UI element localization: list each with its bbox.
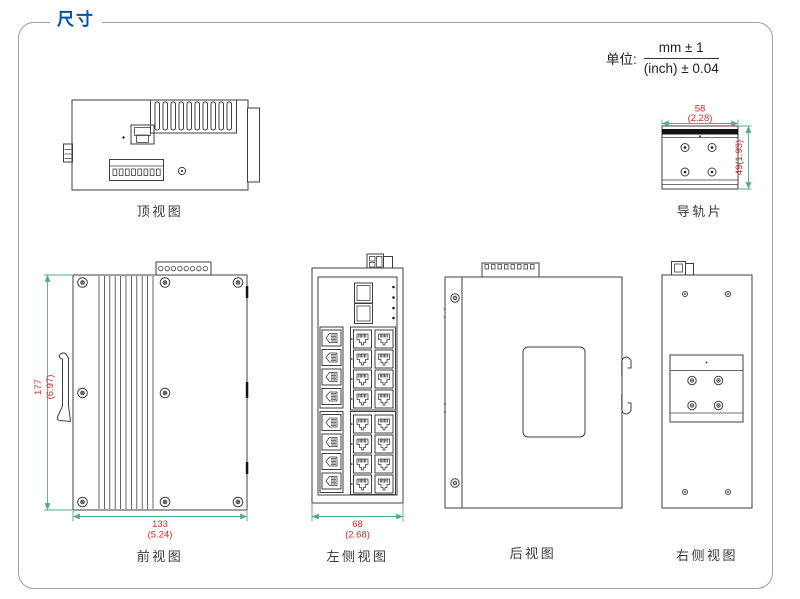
top-connector-icon [671, 261, 694, 276]
reset-pinhole-icon [122, 136, 125, 139]
unit-mm-tolerance: mm ± 1 [643, 40, 719, 59]
right-side-view-drawing [661, 261, 753, 509]
left-side-dimensions: 68 (2.68) [311, 504, 404, 541]
rail-plate-drawing [661, 125, 739, 190]
side-tab-icon [63, 143, 73, 163]
terminal-block-top-icon [481, 262, 540, 278]
label-recess [522, 346, 586, 438]
rail-plate-label: 导轨片 [677, 204, 724, 219]
page-title: 尺寸 [50, 5, 102, 30]
rail-width-inch: (2.28) [688, 113, 713, 124]
rear-view-label: 后视图 [510, 546, 557, 561]
ground-screw-icon [177, 166, 187, 176]
terminal-block-top-icon [155, 261, 212, 276]
left-width-inch: (2.68) [345, 530, 370, 541]
top-connector-icon [366, 253, 393, 269]
unit-fraction: mm ± 1 (inch) ± 0.04 [643, 40, 719, 76]
heatsink-fins [98, 276, 154, 509]
unit-note: 单位: mm ± 1 (inch) ± 0.04 [606, 40, 719, 76]
din-bracket-edge [247, 107, 260, 183]
din-clip-icon [56, 352, 72, 423]
rail-plate-dimensions: 58 (2.28) 49(1.93) [661, 104, 752, 190]
right-side-view-label: 右侧视图 [676, 548, 738, 563]
front-view-label: 前视图 [137, 549, 184, 564]
din-clip-icon [621, 356, 632, 415]
unit-inch-tolerance: (inch) ± 0.04 [643, 60, 719, 76]
console-port-icon [130, 124, 155, 145]
mounted-rail-plate [669, 354, 744, 423]
rail-width-mm: 58 [695, 104, 706, 115]
rail-height-dim: 49(1.93) [734, 140, 745, 175]
front-width-mm: 133 [152, 519, 168, 530]
rear-view-drawing [443, 262, 632, 509]
top-view-label: 顶视图 [137, 204, 184, 219]
left-width-mm: 68 [352, 519, 363, 530]
unit-label: 单位: [606, 52, 637, 68]
sfp-slots-icon [354, 282, 373, 324]
front-view-dimensions: 177 (6.97) 133 (5.24) [33, 274, 248, 541]
front-height-mm: 177 [33, 379, 44, 395]
terminal-block-icon [109, 159, 164, 181]
left-side-view-label: 左侧视图 [326, 549, 388, 564]
left-side-view-drawing [311, 253, 404, 504]
front-width-inch: (5.24) [148, 530, 173, 541]
front-height-inch: (6.97) [45, 375, 56, 400]
front-view-drawing [56, 261, 249, 511]
top-view-drawing [63, 99, 260, 191]
